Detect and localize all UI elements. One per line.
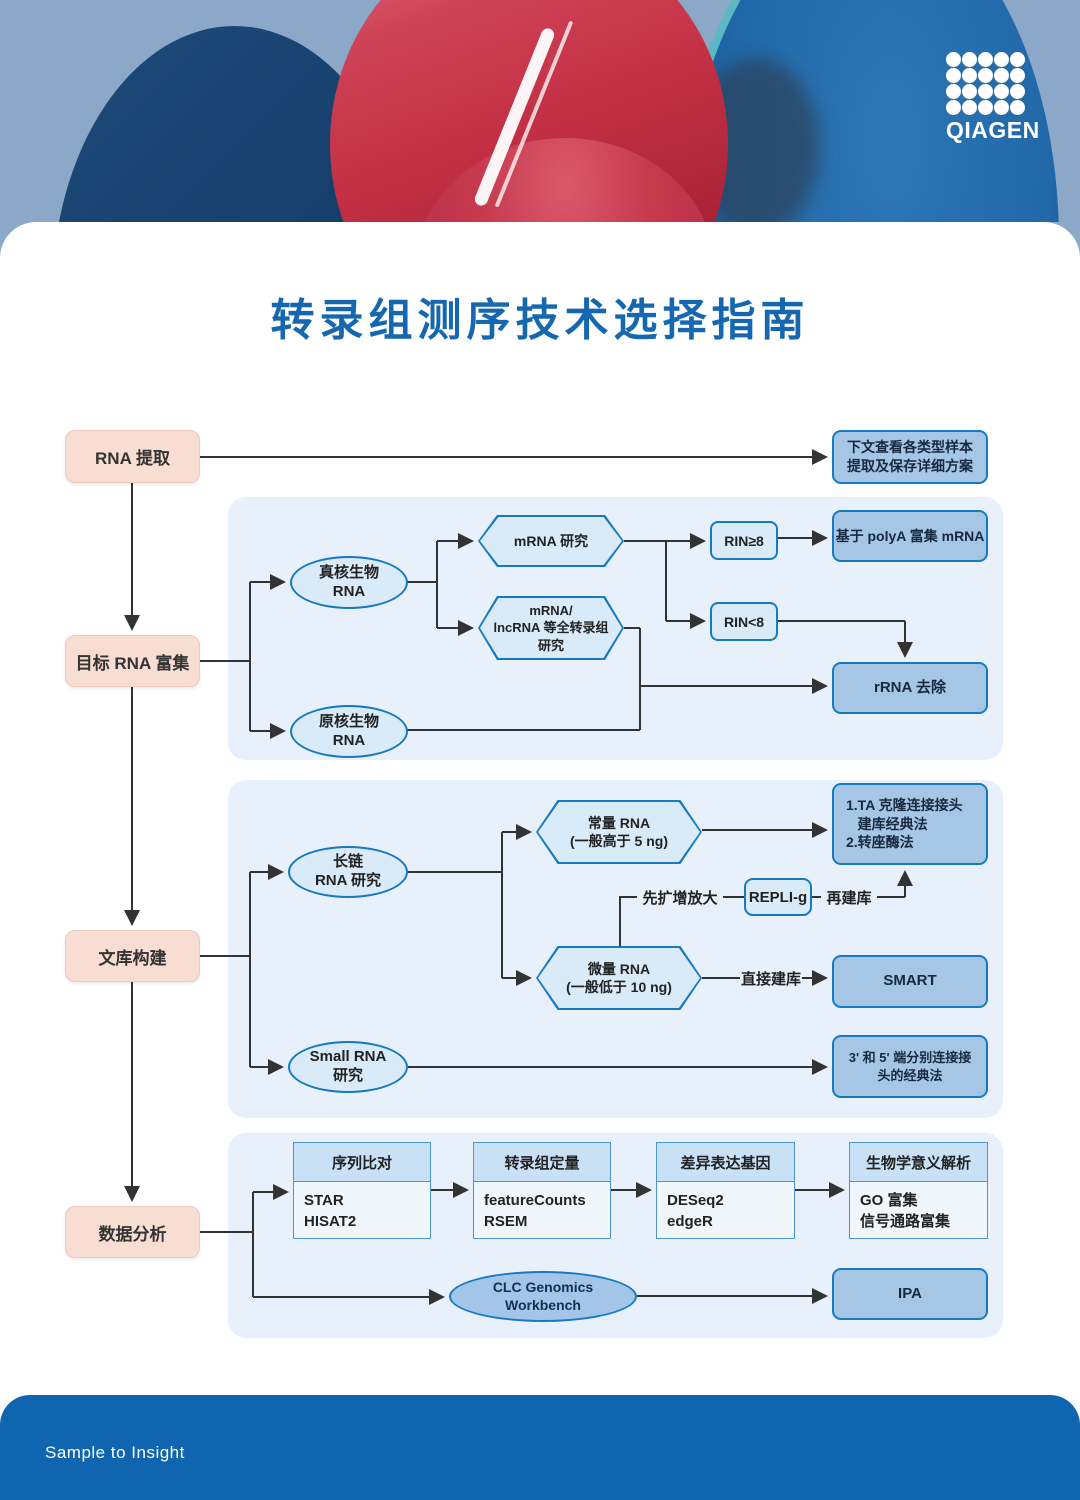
extraction-protocol-note: 下文查看各类型样本 提取及保存详细方案 — [832, 430, 988, 484]
polya-enrichment-result: 基于 polyA 富集 mRNA — [832, 510, 988, 562]
table-sequence-alignment: 序列比对 STAR HISAT2 — [293, 1142, 431, 1239]
stage-library-construction: 文库构建 — [65, 930, 200, 982]
normal-amount-rna-node: 常量 RNA (一般高于 5 ng) — [536, 800, 702, 864]
micro-amount-rna-node: 微量 RNA (一般低于 10 ng) — [536, 946, 702, 1010]
repli-g-node: REPLI-g — [744, 878, 812, 916]
footer-bar: Sample to Insight — [0, 1395, 1080, 1500]
table-body: DESeq2 edgeR — [667, 1192, 724, 1230]
table-body: featureCounts RSEM — [484, 1192, 586, 1230]
clc-genomics-workbench-node: CLC Genomics Workbench — [449, 1271, 637, 1322]
rin-low-node: RIN<8 — [710, 602, 778, 641]
table-body: STAR HISAT2 — [304, 1192, 357, 1230]
smart-result: SMART — [832, 955, 988, 1008]
long-rna-study-node: 长链 RNA 研究 — [288, 846, 408, 898]
table-header: 转录组定量 — [474, 1143, 610, 1182]
table-differential-expression: 差异表达基因 DESeq2 edgeR — [656, 1142, 795, 1239]
stage-target-rna-enrichment: 目标 RNA 富集 — [65, 635, 200, 687]
page-title: 转录组测序技术选择指南 — [270, 296, 810, 345]
stage-rna-extraction: RNA 提取 — [65, 430, 200, 483]
table-transcript-quantification: 转录组定量 featureCounts RSEM — [473, 1142, 611, 1239]
header-artwork: QIAGEN — [0, 0, 1080, 222]
table-header: 生物学意义解析 — [850, 1143, 987, 1182]
qiagen-wordmark: QIAGEN — [946, 117, 1040, 143]
table-biological-interpretation: 生物学意义解析 GO 富集 信号通路富集 — [849, 1142, 988, 1239]
table-header: 序列比对 — [294, 1143, 430, 1182]
eukaryote-rna-node: 真核生物 RNA — [290, 556, 408, 609]
small-rna-study-node: Small RNA 研究 — [288, 1041, 408, 1093]
classic-ligation-result: 3' 和 5' 端分别连接接 头的经典法 — [832, 1035, 988, 1098]
rin-high-node: RIN≥8 — [710, 521, 778, 560]
qiagen-logo: QIAGEN — [946, 52, 1042, 144]
mrna-study-node: mRNA 研究 — [478, 515, 624, 567]
label-direct-library: 直接建库 — [740, 968, 802, 988]
qiagen-logo-dots-icon — [946, 52, 1042, 115]
label-amplify-first: 先扩增放大 — [637, 887, 723, 907]
label-then-library: 再建库 — [821, 887, 877, 907]
footer-tagline: Sample to Insight — [45, 1443, 185, 1462]
ta-cloning-result: 1.TA 克隆连接接头 建库经典法 2.转座酶法 — [832, 783, 988, 865]
table-body: GO 富集 信号通路富集 — [860, 1192, 951, 1230]
prokaryote-rna-node: 原核生物 RNA — [290, 705, 408, 758]
rrna-removal-result: rRNA 去除 — [832, 662, 988, 714]
table-header: 差异表达基因 — [657, 1143, 794, 1182]
whole-transcriptome-study-node: mRNA/ lncRNA 等全转录组 研究 — [478, 596, 624, 660]
stage-data-analysis: 数据分析 — [65, 1206, 200, 1258]
ipa-result: IPA — [832, 1268, 988, 1320]
